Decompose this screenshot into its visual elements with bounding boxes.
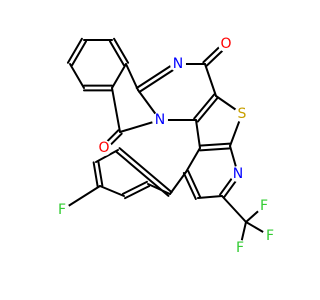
atom-label-o-lactam: O bbox=[218, 36, 234, 52]
bond-line bbox=[185, 147, 201, 173]
bond-line bbox=[135, 60, 178, 89]
atom-label-background bbox=[152, 112, 168, 128]
bond-line bbox=[69, 63, 85, 89]
atom-label-n-bridge: N bbox=[152, 112, 168, 128]
atom-symbol: N bbox=[173, 56, 183, 72]
bond-line bbox=[118, 147, 173, 194]
bond-line bbox=[199, 147, 232, 152]
atom-label-background bbox=[54, 202, 70, 218]
atom-label-background bbox=[96, 140, 112, 156]
atom-label-o-ketone: O bbox=[96, 140, 112, 156]
atom-symbol: S bbox=[238, 106, 247, 122]
atom-symbol: F bbox=[260, 198, 268, 214]
atom-label-background bbox=[262, 228, 278, 244]
atom-label-f-cf3-3: F bbox=[256, 198, 272, 214]
bond-line bbox=[169, 171, 187, 195]
atom-symbol: F bbox=[58, 202, 66, 218]
bond-line bbox=[182, 172, 197, 201]
bond-line bbox=[95, 149, 119, 163]
atom-symbol: F bbox=[266, 228, 274, 244]
bond-line bbox=[97, 160, 104, 187]
atom-symbol: O bbox=[220, 36, 231, 52]
bond-line bbox=[125, 63, 139, 91]
bond-line bbox=[108, 40, 125, 67]
atom-symbol: N bbox=[155, 112, 165, 128]
bond-line bbox=[124, 185, 151, 200]
bond-line bbox=[66, 37, 83, 64]
atom-label-background bbox=[232, 240, 248, 256]
atom-symbol: N bbox=[233, 166, 243, 182]
atom-label-f-cf3-1: F bbox=[232, 240, 248, 256]
bond-line bbox=[99, 185, 125, 197]
bond-line bbox=[197, 195, 223, 199]
atom-label-background bbox=[170, 56, 186, 72]
atom-symbol: F bbox=[236, 240, 244, 256]
atom-label-background bbox=[234, 106, 250, 122]
bond-lines bbox=[61, 37, 271, 249]
atom-label-f-cf3-2: F bbox=[262, 228, 278, 244]
bond-line bbox=[71, 40, 88, 67]
atom-label-background bbox=[218, 36, 234, 52]
bond-line bbox=[204, 63, 217, 97]
atom-label-background bbox=[230, 166, 246, 182]
bond-line bbox=[198, 142, 231, 147]
bond-line bbox=[92, 161, 99, 188]
atom-label-f-aryl: F bbox=[54, 202, 70, 218]
bond-line bbox=[195, 119, 201, 149]
bond-line bbox=[113, 37, 130, 64]
bond-line bbox=[196, 96, 219, 123]
bond-line bbox=[111, 63, 127, 89]
atom-label-s-thiophene: S bbox=[234, 106, 250, 122]
bond-line bbox=[193, 93, 216, 120]
bond-line bbox=[187, 169, 202, 198]
atom-label-n-pyrimidine: N bbox=[170, 56, 186, 72]
atom-symbol: O bbox=[98, 140, 109, 156]
atom-label-background bbox=[256, 198, 272, 214]
bond-line bbox=[121, 180, 148, 195]
atom-label-n-pyridine: N bbox=[230, 166, 246, 182]
bond-line bbox=[138, 65, 181, 94]
bond-line bbox=[111, 87, 121, 133]
bond-line bbox=[221, 195, 247, 223]
bond-line bbox=[115, 150, 170, 197]
